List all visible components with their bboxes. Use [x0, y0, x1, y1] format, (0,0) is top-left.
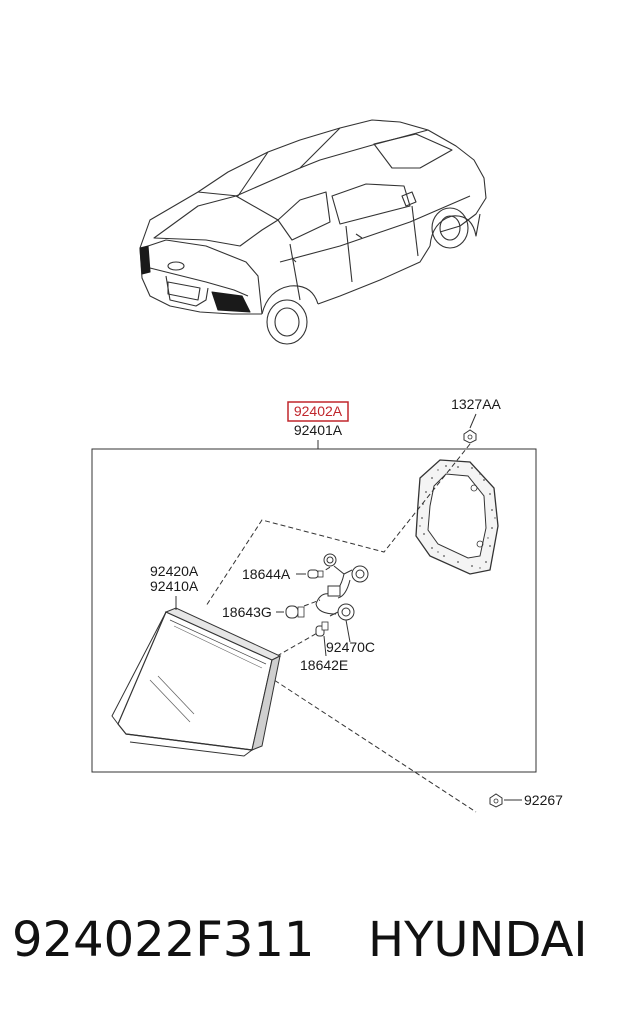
gasket-icon: [415, 459, 499, 575]
label-92402a[interactable]: 92402A: [287, 401, 349, 422]
tail-lamp-lens: [111, 607, 282, 757]
car-illustration: [139, 119, 487, 345]
bulb-a-icon: [307, 569, 324, 579]
label-highlighted-part: 92402A: [294, 403, 343, 419]
bulb-e-icon: [315, 621, 329, 637]
label-lens-2[interactable]: 92410A: [150, 578, 199, 594]
socket-harness-icon: [315, 553, 369, 621]
label-nut-bottom[interactable]: 92267: [524, 792, 563, 808]
label-lens-1[interactable]: 92420A: [150, 563, 199, 579]
socket-leader: [345, 619, 351, 643]
bulb-g-icon: [285, 605, 305, 619]
label-bulb-a[interactable]: 18644A: [242, 566, 291, 582]
bulb-e-leader: [323, 635, 327, 657]
footer-caption: 924022F311 HYUNDAI: [12, 905, 612, 975]
label-bulb-e[interactable]: 18642E: [300, 657, 348, 673]
nut-top-leader: [469, 413, 477, 429]
highlight-box: [287, 401, 349, 422]
label-bulb-g[interactable]: 18643G: [222, 604, 272, 620]
label-nut-top[interactable]: 1327AA: [451, 396, 501, 412]
brand-name: HYUNDAI: [368, 912, 588, 968]
nut-top-icon: [463, 429, 477, 444]
assembly-frame: [91, 448, 537, 773]
label-assembly[interactable]: 92401A: [294, 422, 343, 438]
label-socket[interactable]: 92470C: [326, 639, 375, 655]
nut-bottom-icon: [489, 793, 503, 808]
part-number: 924022F311: [12, 912, 315, 968]
